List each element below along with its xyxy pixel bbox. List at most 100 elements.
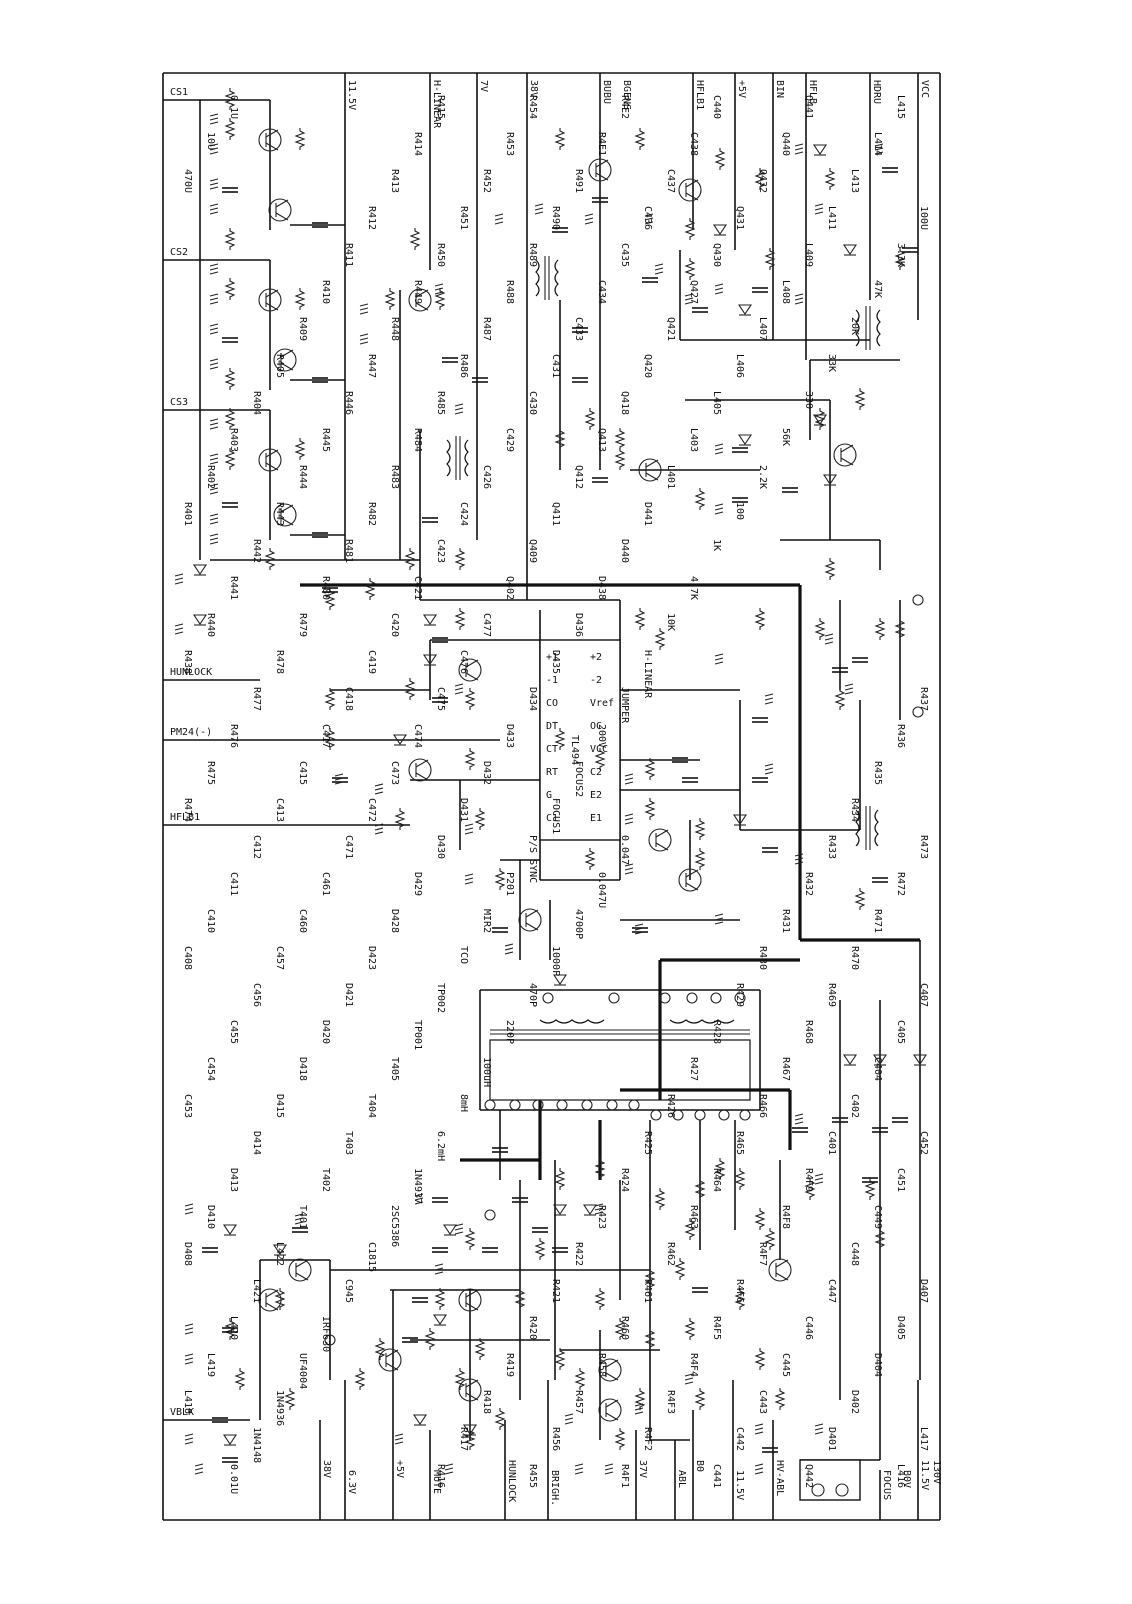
ground-symbol (564, 1417, 574, 1421)
component-label: R402 (205, 465, 216, 489)
component-label: R479 (297, 613, 308, 637)
rail-label-bottom: 11.5V (919, 1460, 930, 1490)
component-label: R449 (412, 280, 423, 304)
resistor (594, 748, 606, 770)
component-label: D436 (573, 613, 584, 637)
ground-symbol (209, 521, 219, 525)
component-label: R453 (504, 132, 515, 156)
component-label: D402 (849, 1390, 860, 1414)
ground-symbol (209, 203, 219, 207)
component-label: 4700P (573, 909, 584, 939)
component-label: Q411 (550, 502, 561, 526)
ground-symbol (209, 426, 219, 430)
component-label: R413 (389, 169, 400, 193)
resistor (394, 808, 406, 830)
component-label: C473 (389, 761, 400, 785)
ground-symbol (604, 1467, 614, 1471)
ground-symbol (209, 491, 219, 495)
component-label: C405 (895, 1020, 906, 1044)
resistor (464, 688, 476, 710)
component-label: 2.2K (757, 465, 768, 489)
component-label: C455 (228, 1020, 239, 1044)
transistor (638, 458, 662, 482)
transistor (265, 1302, 279, 1311)
ground-symbol (794, 301, 804, 305)
component-label: D420 (320, 1020, 331, 1044)
component-label: R4F3 (665, 1390, 676, 1414)
transistor (378, 1348, 402, 1372)
transistor (465, 672, 479, 681)
ground-symbol (634, 1407, 644, 1411)
component-label: D401 (826, 1427, 837, 1451)
component-label: C449 (872, 1205, 883, 1229)
resistor (584, 408, 596, 430)
transistor (685, 869, 699, 878)
diode (912, 1054, 928, 1065)
component-label: R4F7 (757, 1242, 768, 1266)
resistor (614, 448, 626, 470)
ground-symbol (824, 637, 834, 641)
component-label: C431 (550, 354, 561, 378)
resistor (644, 798, 656, 820)
component-label: 3.3K (895, 243, 906, 267)
resistor (694, 848, 706, 870)
component-label: R448 (389, 317, 400, 341)
ground-symbol (584, 213, 594, 217)
ground-symbol (764, 701, 774, 705)
ground-symbol (574, 1463, 584, 1467)
component-label: R414 (412, 132, 423, 156)
ground-symbol (684, 297, 694, 301)
ground-symbol (684, 301, 694, 305)
component-label: R4E2 (619, 95, 630, 119)
transistor (685, 192, 699, 201)
ground-symbol (824, 633, 834, 637)
ground-symbol (209, 143, 219, 147)
ground-symbols (174, 113, 884, 1475)
component-label: R482 (366, 502, 377, 526)
component-label: 470P (527, 983, 538, 1007)
component-label: L414 (872, 132, 883, 156)
resistor (434, 1288, 446, 1310)
ground-symbol (754, 1427, 764, 1431)
component-label: R441 (228, 576, 239, 600)
component-label: C412 (251, 835, 262, 859)
ground-symbol (359, 333, 369, 337)
ground-symbol (209, 537, 219, 541)
transistor (258, 288, 282, 312)
component-label: C476 (458, 650, 469, 674)
diode (192, 564, 208, 575)
component-label: 20K (849, 317, 860, 335)
ground-symbol (434, 283, 444, 287)
ground-symbol (184, 1361, 194, 1365)
ic-tl494: TL494 (539, 639, 621, 841)
component-label: TP001 (412, 1020, 423, 1050)
component-label: R404 (251, 391, 262, 415)
resistor (554, 128, 566, 150)
ic-pin-label: C1 (546, 813, 558, 824)
ground-symbol (184, 1441, 194, 1445)
component-label: D440 (619, 539, 630, 563)
component-label: D421 (343, 983, 354, 1007)
component-label: R487 (481, 317, 492, 341)
resistor (294, 288, 306, 310)
ground-symbol (414, 1197, 424, 1201)
ic-pin-label: Vref (590, 698, 614, 709)
component-label: H-LINEAR (642, 650, 653, 699)
component-label: C452 (918, 1131, 929, 1155)
rail-label-top: HFLB (807, 80, 818, 104)
ground-symbol (334, 781, 344, 785)
ground-symbol (209, 121, 219, 125)
resistor (554, 728, 566, 750)
transistor (518, 908, 542, 932)
ground-symbol (624, 817, 634, 821)
component-labels: +1-1CODTCTRTGC1+2-2VrefOCVCCC2E2E1R401R4… (182, 95, 929, 1494)
ground-symbol (184, 1433, 194, 1437)
resistor (324, 688, 336, 710)
component-label: R4F9 (803, 1168, 814, 1192)
ground-symbol (624, 821, 634, 825)
ground-symbol (209, 178, 219, 182)
component-label: R484 (412, 428, 423, 452)
diode (822, 474, 838, 485)
port-label: PM24(-) (170, 727, 212, 738)
ground-symbol (209, 263, 219, 267)
